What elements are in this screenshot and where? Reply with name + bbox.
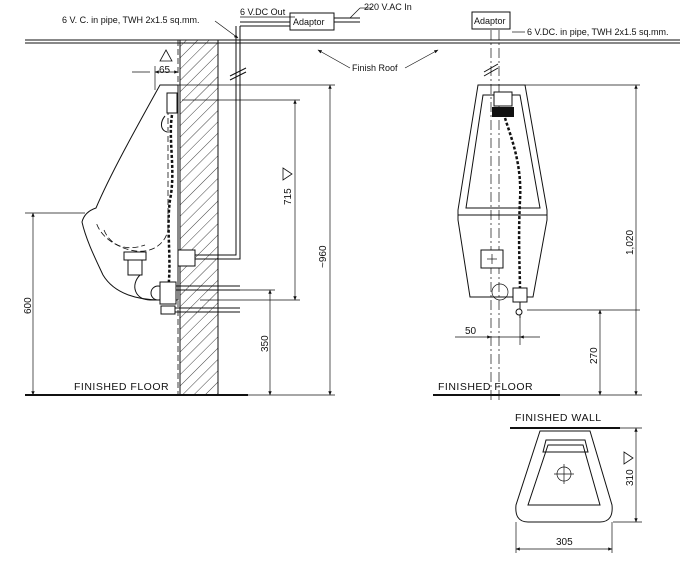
dim-310: 310 <box>625 469 636 486</box>
urinal-inner-curve <box>103 229 146 249</box>
pipe-note-left-leader <box>214 20 239 39</box>
finish-roof-arrow-left <box>317 49 351 69</box>
flush-valve-left <box>166 92 178 114</box>
finish-roof-arrow-right <box>404 49 439 69</box>
pipe-note-left: 6 V. C. in pipe, TWH 2x1.5 sq.mm. <box>62 15 200 25</box>
dim-270: 270 <box>589 347 600 364</box>
dim-50: 50 <box>465 326 477 337</box>
wall-hatch <box>179 39 219 396</box>
dim-1020: 1,020 <box>625 230 636 255</box>
front-elevation-view: 50 270 1,020 FINISHED FLOOR <box>433 30 642 400</box>
triangle-icon-715 <box>282 167 293 181</box>
finish-roof-label: Finish Roof <box>352 63 398 73</box>
flush-sensor-left <box>161 115 168 133</box>
break-mark-1 <box>229 67 247 77</box>
vdc-out-label: 6 V.DC Out <box>240 7 286 17</box>
break-mark-2 <box>229 71 247 81</box>
flush-valve-front <box>493 91 513 107</box>
flex-hose-left <box>166 114 174 291</box>
urinal-side-profile <box>81 84 179 301</box>
waste-outlet-front <box>491 283 509 301</box>
break-mark-front-1 <box>483 63 499 73</box>
dim-65: 65 <box>159 65 171 76</box>
adaptor-left-label: Adaptor <box>293 17 325 27</box>
triangle-icon <box>159 49 173 62</box>
finished-floor-right-label: FINISHED FLOOR <box>438 381 533 393</box>
dim-600: 600 <box>23 297 34 314</box>
finished-floor-left-label: FINISHED FLOOR <box>74 381 169 393</box>
urinal-inner-bowl <box>95 100 169 252</box>
sensor-window-front <box>492 107 514 117</box>
supply-fitting-left <box>160 305 176 315</box>
roof-and-wiring: Adaptor 220 V.AC In 6 V.DC Out 6 V. C. i… <box>25 2 680 73</box>
urinal-front-outer <box>457 84 548 298</box>
conduit-inner <box>195 26 241 260</box>
trap-left <box>134 274 165 301</box>
dim-960: ~960 <box>318 245 329 268</box>
stop-valve-front <box>512 287 528 303</box>
urinal-plan-inner <box>527 444 601 506</box>
junction-box-left <box>177 249 196 267</box>
valve-body-left <box>159 281 177 305</box>
adaptor-right-label: Adaptor <box>474 16 506 26</box>
dim-350: 350 <box>260 335 271 352</box>
dim-305: 305 <box>556 537 573 548</box>
dim-715: 715 <box>283 188 294 205</box>
ac-leader <box>349 7 361 19</box>
break-mark-front-2 <box>483 67 499 77</box>
flex-hose-front <box>503 117 522 293</box>
adaptor-box-right <box>471 11 511 30</box>
supply-nut-front <box>515 308 523 316</box>
side-section-view: 65 715 ~960 <box>23 26 335 396</box>
waste-stub-left <box>127 260 143 276</box>
plan-view: FINISHED WALL 310 305 <box>510 412 642 553</box>
conduit-outer <box>195 26 237 256</box>
vac-in-label: 220 V.AC In <box>364 2 412 12</box>
finished-wall-label: FINISHED WALL <box>515 412 602 424</box>
urinal-plan-outer <box>515 430 613 523</box>
waste-outlet-left <box>123 251 147 261</box>
pipe-note-right: 6 V.DC. in pipe, TWH 2x1.5 sq.mm. <box>527 27 669 37</box>
urinal-plan-top <box>542 439 589 453</box>
triangle-icon-310 <box>623 451 634 465</box>
